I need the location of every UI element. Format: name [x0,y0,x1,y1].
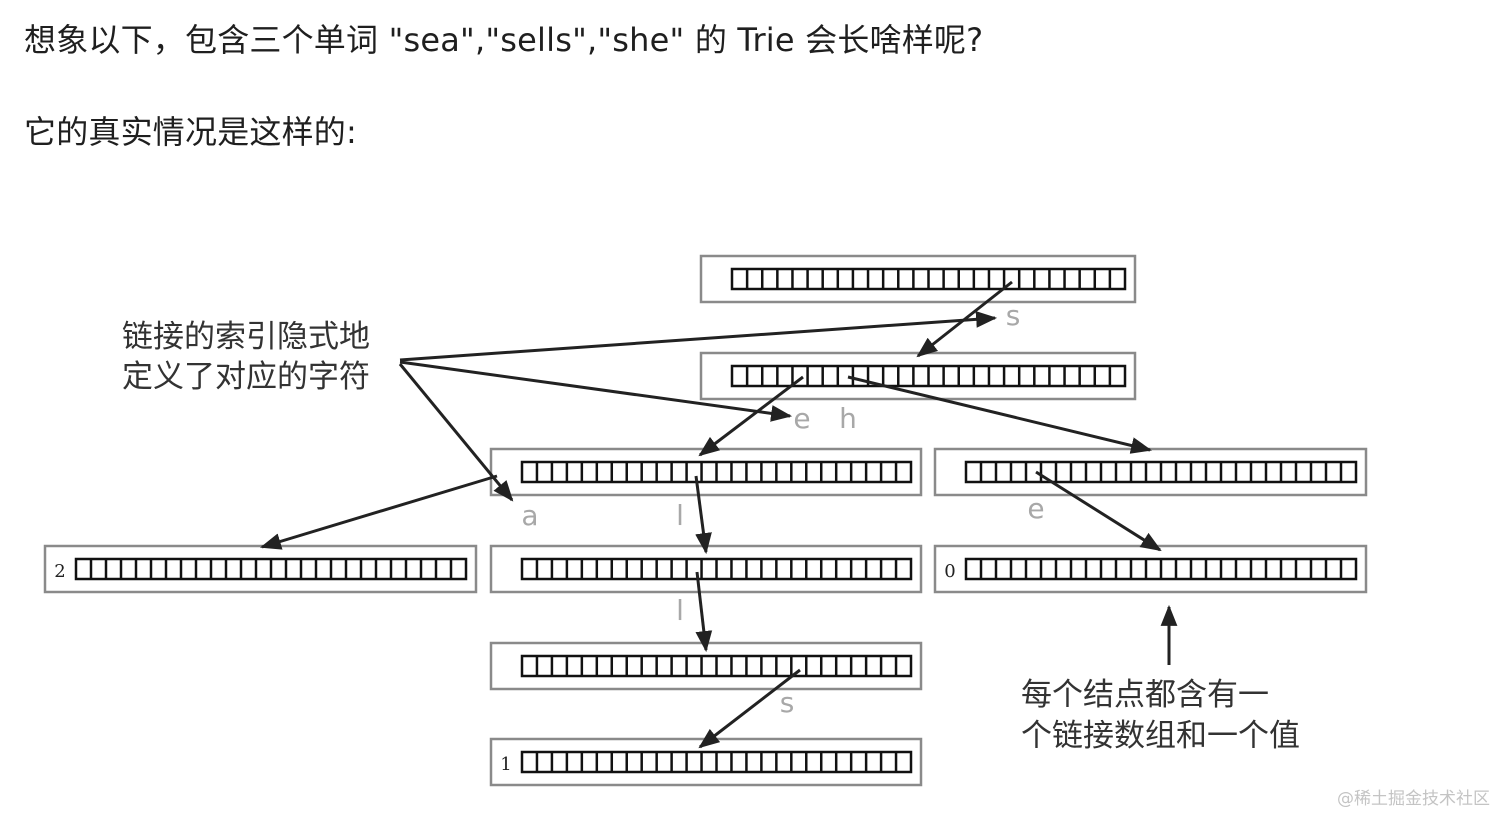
trie-node [933,447,1368,497]
trie-node [489,544,923,594]
annotation-arrow [399,360,793,422]
link-arrow [698,668,801,749]
link-arrow [259,474,498,550]
trie-node [489,447,923,497]
annotation-left-line: 链接的索引隐式地 [122,319,370,355]
annotation-arrow [398,363,514,502]
annotation-right-line: 个链接数组和一个值 [1021,718,1300,754]
trie-node: 2 [43,544,478,594]
edge-letter: l [676,499,684,532]
edge-letter: e [793,402,810,435]
annotation-arrow [399,310,998,362]
watermark: @稀土掘金技术社区 [1337,789,1490,809]
edge-letter: e [1027,492,1044,525]
link-arrow [694,475,712,555]
node-value: 1 [500,754,511,775]
trie-node: 1 [489,737,923,787]
annotation-left-line: 定义了对应的字符 [122,359,370,395]
node-value: 2 [54,561,65,582]
edge-letter: a [521,499,538,532]
link-arrow [847,375,1153,454]
link-arrow [698,375,804,457]
intro-answer: 它的真实情况是这样的: [24,113,357,151]
edge-letter: s [780,686,795,719]
intro-question: 想象以下，包含三个单词 "sea","sells","she" 的 Trie 会… [24,21,984,59]
edge-letter: s [1006,299,1021,332]
link-arrow [695,571,713,653]
annotation-right-line: 每个结点都含有一 [1021,677,1269,713]
edge-letter: h [839,402,857,435]
node-value: 0 [944,561,955,582]
edge-letter: l [676,594,684,627]
trie-node: 0 [933,544,1368,594]
trie-node [699,254,1137,304]
link-arrow [1035,470,1162,552]
trie-node [699,351,1137,401]
